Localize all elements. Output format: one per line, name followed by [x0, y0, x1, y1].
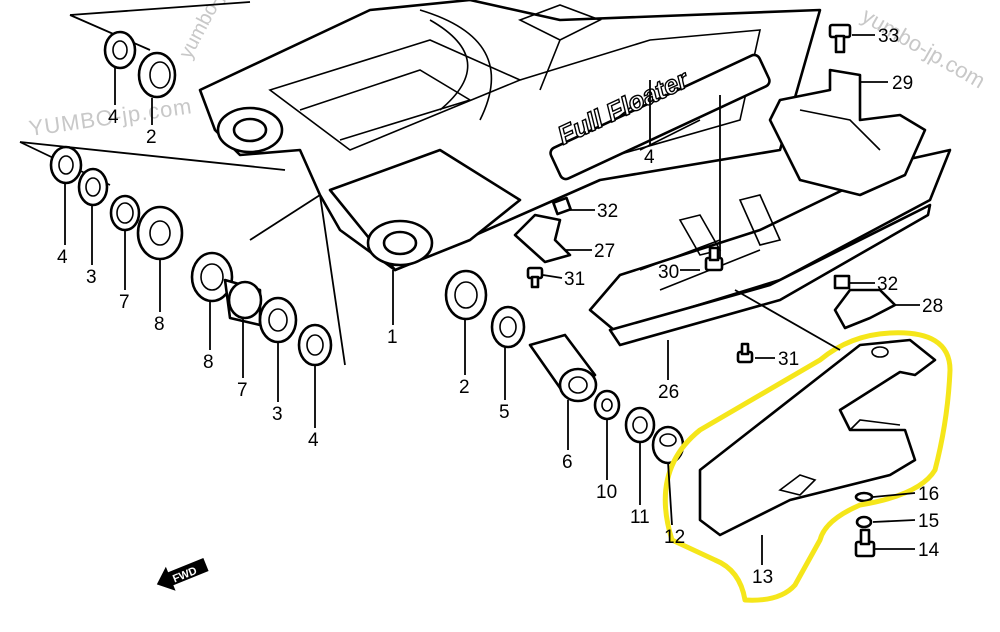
callout-5: 4 — [644, 147, 655, 168]
callout-27: 27 — [594, 241, 615, 262]
callout-4: 4 — [57, 247, 68, 268]
callout-7: 7 — [119, 292, 130, 313]
callout-30: 30 — [658, 262, 679, 283]
swingarm: Full Floater — [198, 0, 822, 272]
bolt-31a — [526, 266, 544, 289]
callout-12: 12 — [664, 527, 685, 548]
callout-numbers: 4 2 4 3 7 8 8 7 3 4 1 2 5 6 10 11 12 13 … — [57, 26, 943, 588]
washer-15 — [855, 515, 873, 529]
callout-2: 2 — [459, 377, 470, 398]
callout-3: 3 — [272, 404, 283, 425]
callout-26: 26 — [658, 382, 679, 403]
callout-11: 11 — [630, 507, 650, 528]
bolt-33 — [828, 23, 852, 54]
callout-28: 28 — [922, 296, 943, 317]
highlight-outline — [662, 330, 953, 603]
watermark-right: yumbo-jp.com — [858, 3, 990, 94]
washer-16 — [854, 491, 874, 503]
callout-8: 8 — [203, 352, 214, 373]
bolt-31b — [736, 342, 754, 364]
callout-8: 8 — [154, 314, 165, 335]
callout-32: 32 — [597, 201, 618, 222]
callout-1: 1 — [387, 327, 398, 348]
bracket-29 — [768, 68, 927, 197]
fwd-arrow-text: FWD — [171, 565, 199, 586]
callout-15: 15 — [918, 511, 939, 532]
callout-33: 33 — [878, 26, 899, 47]
callout-31: 31 — [564, 269, 585, 290]
chain-case-13 — [698, 338, 937, 537]
callout-3: 3 — [86, 267, 97, 288]
callout-32: 32 — [877, 274, 898, 295]
bearing-stack-middle — [190, 251, 333, 367]
bolt-30 — [704, 246, 724, 272]
watermark-top: yumbo-jp — [175, 0, 233, 62]
callout-29: 29 — [892, 73, 913, 94]
callout-4: 4 — [308, 430, 319, 451]
callout-31: 31 — [778, 349, 799, 370]
nut-32a — [552, 196, 572, 216]
callout-16: 16 — [918, 484, 939, 505]
callout-14: 14 — [918, 540, 940, 561]
callout-2: 2 — [146, 127, 157, 148]
bearing-stack-left — [49, 30, 184, 261]
callout-13: 13 — [752, 567, 773, 588]
leader-lines — [64, 34, 920, 565]
nut-32b — [833, 274, 851, 290]
bolt-14 — [854, 528, 876, 558]
callout-4: 5 — [499, 402, 510, 423]
bearing-stack-right — [444, 269, 685, 465]
callout-7: 7 — [237, 380, 248, 401]
bracket-27 — [513, 213, 572, 264]
callout-10: 10 — [596, 482, 617, 503]
bracket-28 — [833, 288, 897, 330]
fwd-arrow: FWD — [156, 558, 209, 591]
callout-6: 6 — [562, 452, 573, 473]
callout-4: 4 — [108, 107, 119, 128]
